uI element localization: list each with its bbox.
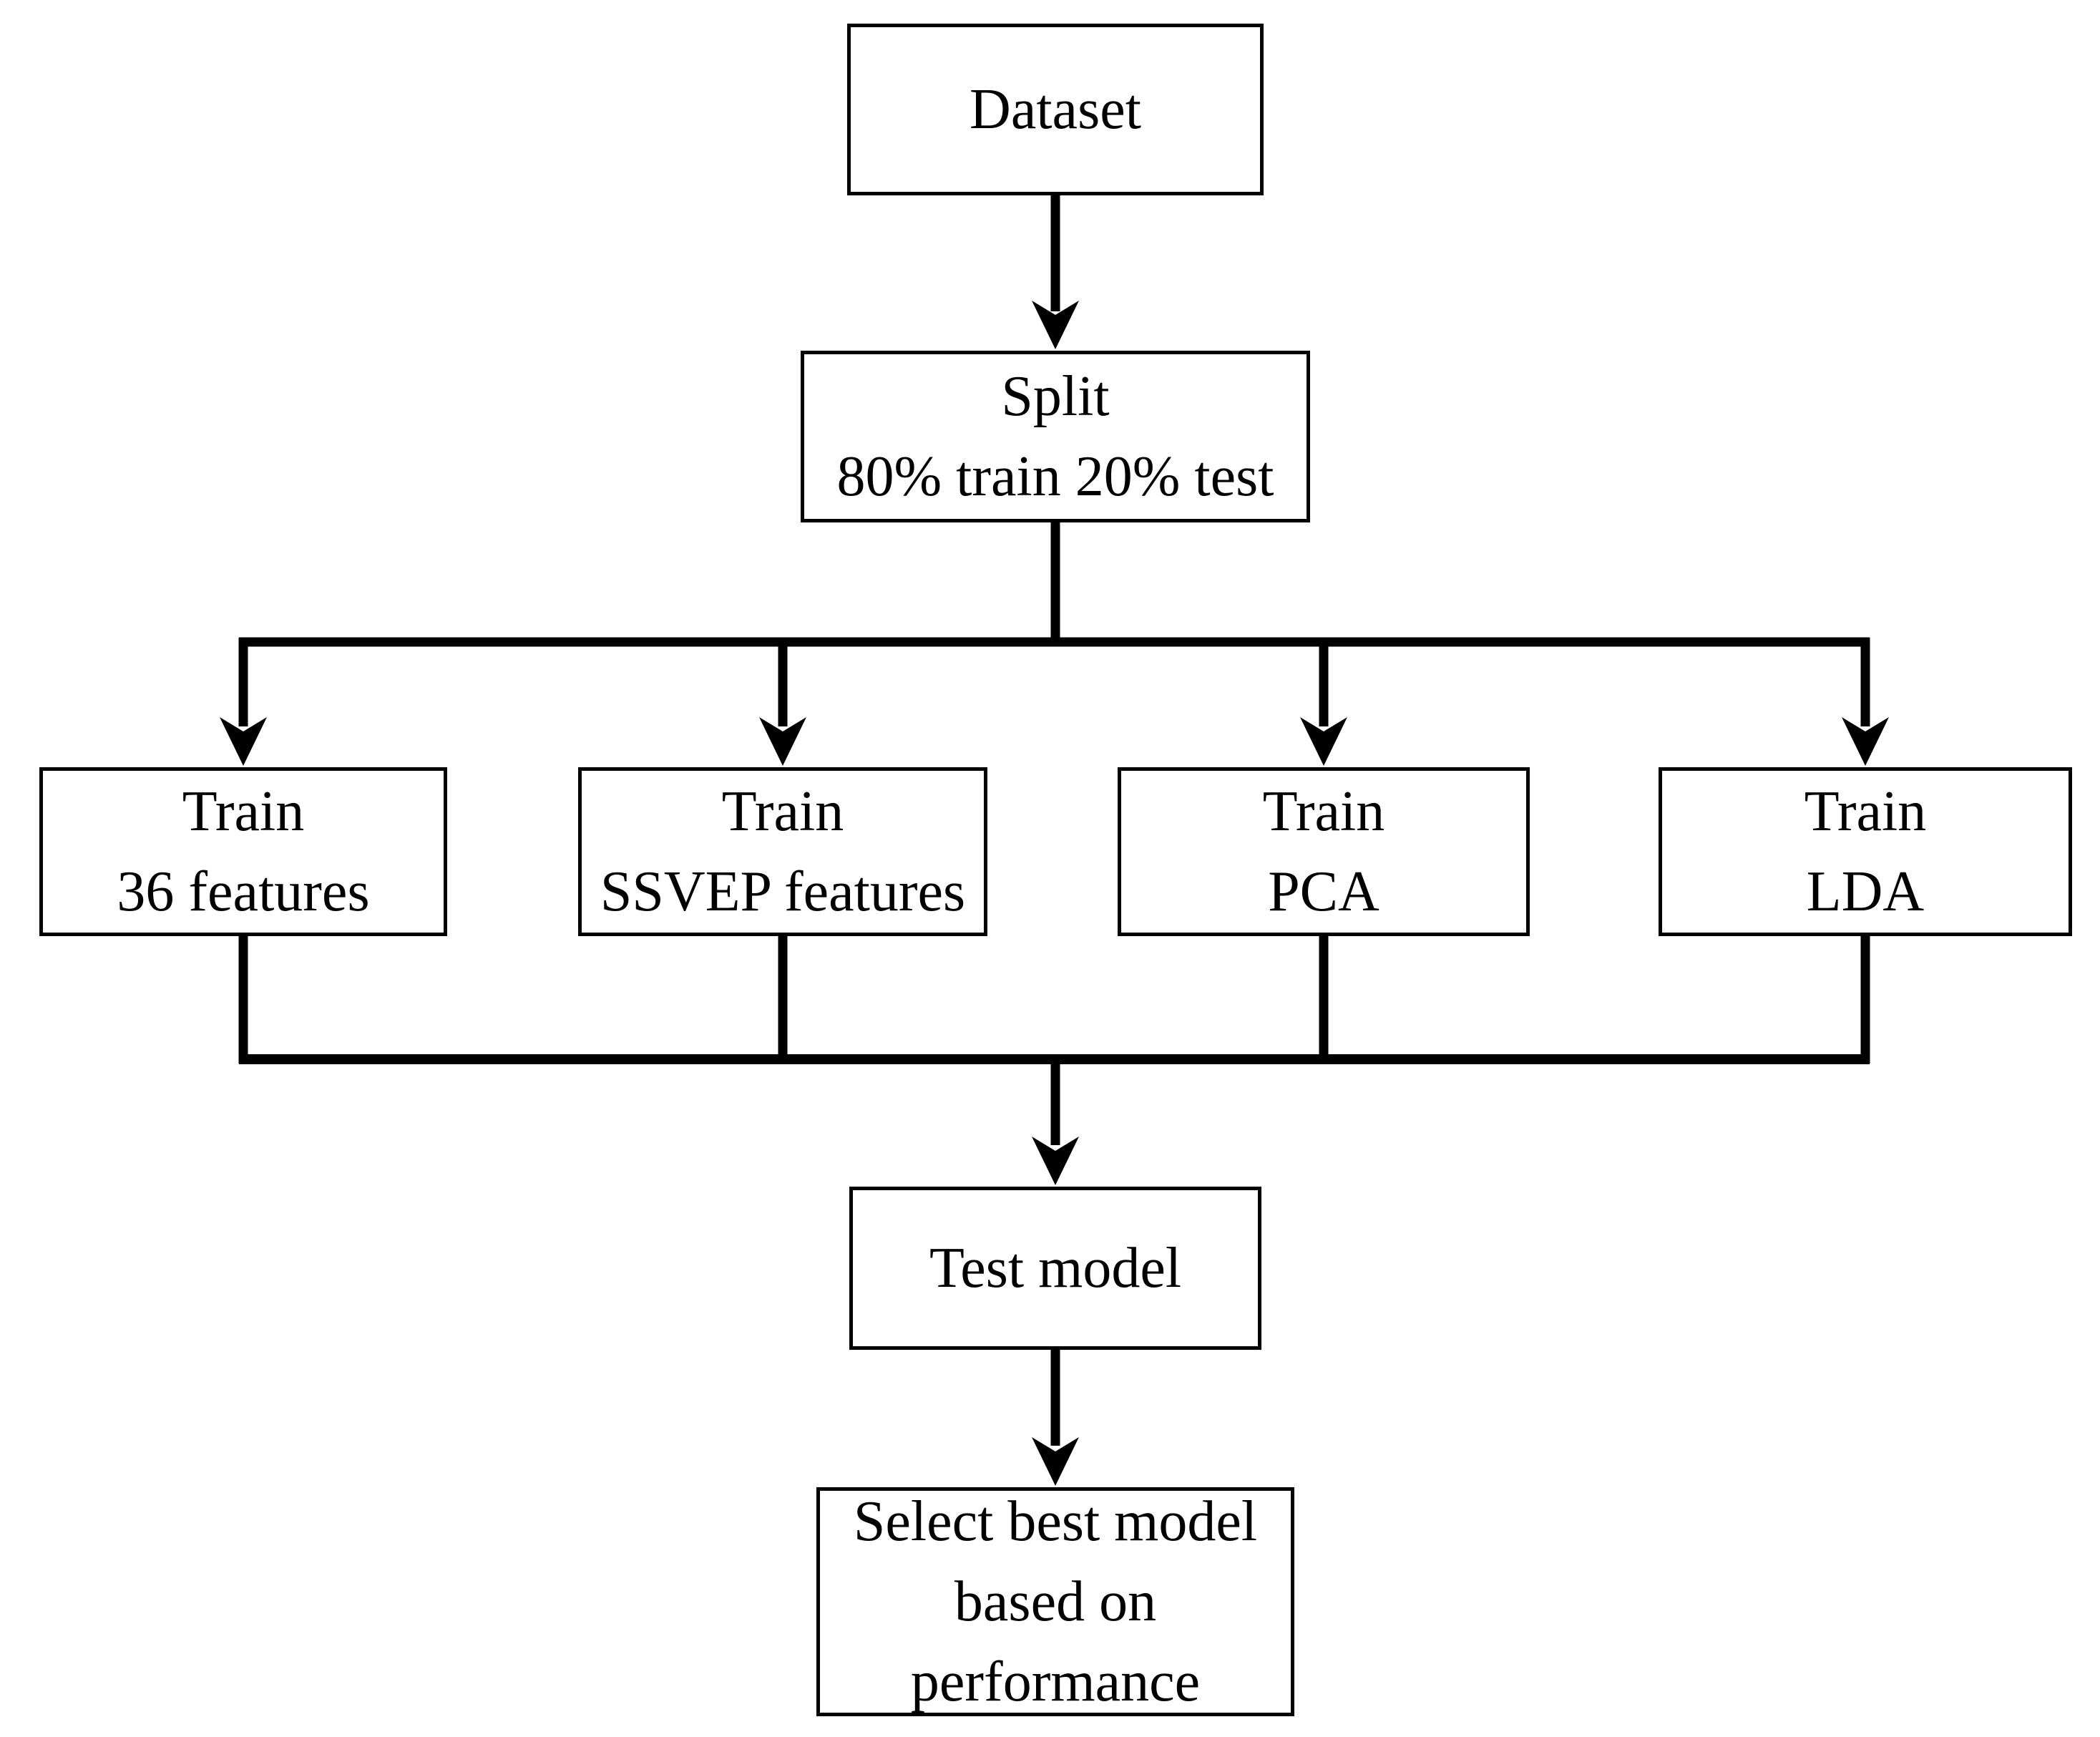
node-train-pca-label-line1: Train	[1262, 780, 1385, 843]
arrowhead-icon	[1842, 717, 1889, 766]
node-split: Split 80% train 20% test	[801, 351, 1310, 522]
node-split-label-line2: 80% train 20% test	[836, 445, 1274, 508]
arrowhead-icon	[1032, 1137, 1079, 1185]
node-train-36-features-label-line2: 36 features	[117, 860, 370, 923]
arrowhead-icon	[759, 717, 806, 766]
arrowhead-icon	[1300, 717, 1347, 766]
node-split-label-line1: Split	[1001, 365, 1110, 428]
node-test-model-label: Test model	[929, 1237, 1182, 1300]
node-dataset: Dataset	[847, 24, 1264, 195]
node-train-36-features: Train 36 features	[39, 767, 447, 936]
node-train-ssvep-features: Train SSVEP features	[578, 767, 987, 936]
node-train-ssvep-features-label-line1: Train	[721, 780, 844, 843]
arrowhead-icon	[1032, 1437, 1079, 1486]
node-train-pca: Train PCA	[1118, 767, 1530, 936]
node-dataset-label: Dataset	[970, 78, 1141, 141]
node-train-36-features-label-line1: Train	[182, 780, 305, 843]
node-test-model: Test model	[849, 1187, 1261, 1350]
node-train-pca-label-line2: PCA	[1268, 860, 1379, 923]
node-train-lda: Train LDA	[1659, 767, 2072, 936]
arrowhead-icon	[1032, 301, 1079, 349]
node-select-best-model: Select best model based on performance	[816, 1487, 1294, 1716]
arrowhead-icon	[220, 717, 267, 766]
node-train-lda-label-line1: Train	[1804, 780, 1927, 843]
node-select-best-model-label-line1: Select best model	[853, 1490, 1258, 1553]
node-select-best-model-label-line3: performance	[910, 1650, 1201, 1713]
node-train-lda-label-line2: LDA	[1806, 860, 1925, 923]
node-select-best-model-label-line2: based on	[954, 1570, 1157, 1633]
node-train-ssvep-features-label-line2: SSVEP features	[600, 860, 966, 923]
